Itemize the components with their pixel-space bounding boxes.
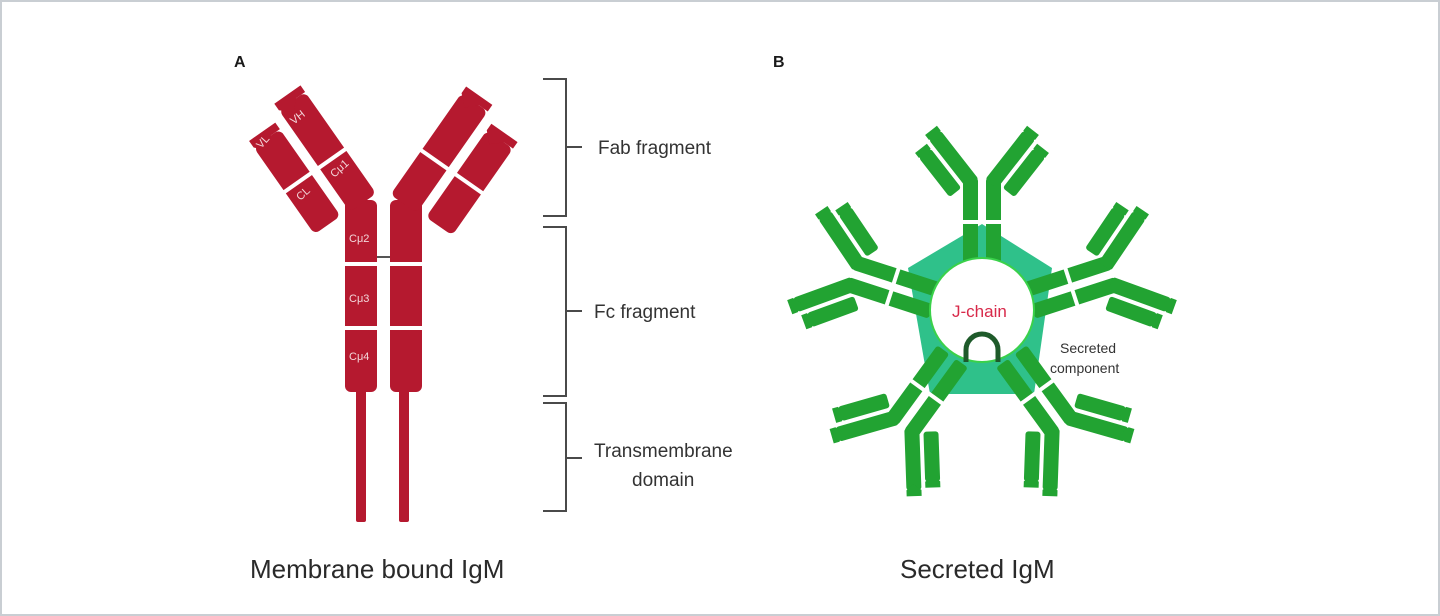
fc-brace xyxy=(543,226,567,397)
left-fab xyxy=(249,85,374,232)
panel-a-caption: Membrane bound IgM xyxy=(250,554,504,584)
transmembrane-label-line1: Transmembrane xyxy=(594,441,733,462)
cu2-label: Cμ2 xyxy=(349,233,369,245)
heavy-chain-right xyxy=(390,200,422,522)
panel-b-caption: Secreted IgM xyxy=(900,554,1055,584)
fab-brace xyxy=(543,78,567,217)
cu3-label: Cμ3 xyxy=(349,293,369,305)
membrane-igm: VL VH CL Cμ1 Cμ2 Cμ3 Cμ4 xyxy=(249,85,518,522)
region-braces xyxy=(543,78,582,512)
j-chain-loop xyxy=(963,331,1001,362)
fab-fragment-label: Fab fragment xyxy=(598,138,712,159)
panel-a-letter: A xyxy=(234,54,246,71)
tm-brace xyxy=(543,402,567,512)
cu4-label: Cμ4 xyxy=(349,351,369,363)
fc-fragment-label: Fc fragment xyxy=(594,302,696,323)
heavy-chain-left xyxy=(345,200,377,522)
right-fab xyxy=(392,86,518,234)
j-chain-label: J-chain xyxy=(952,302,1007,321)
secreted-igm xyxy=(778,125,1186,513)
transmembrane-label-line2: domain xyxy=(632,470,694,491)
panel-b-letter: B xyxy=(773,54,785,71)
secreted-component-label-line1: Secreted xyxy=(1060,340,1116,356)
secreted-component-label-line2: component xyxy=(1050,360,1119,376)
